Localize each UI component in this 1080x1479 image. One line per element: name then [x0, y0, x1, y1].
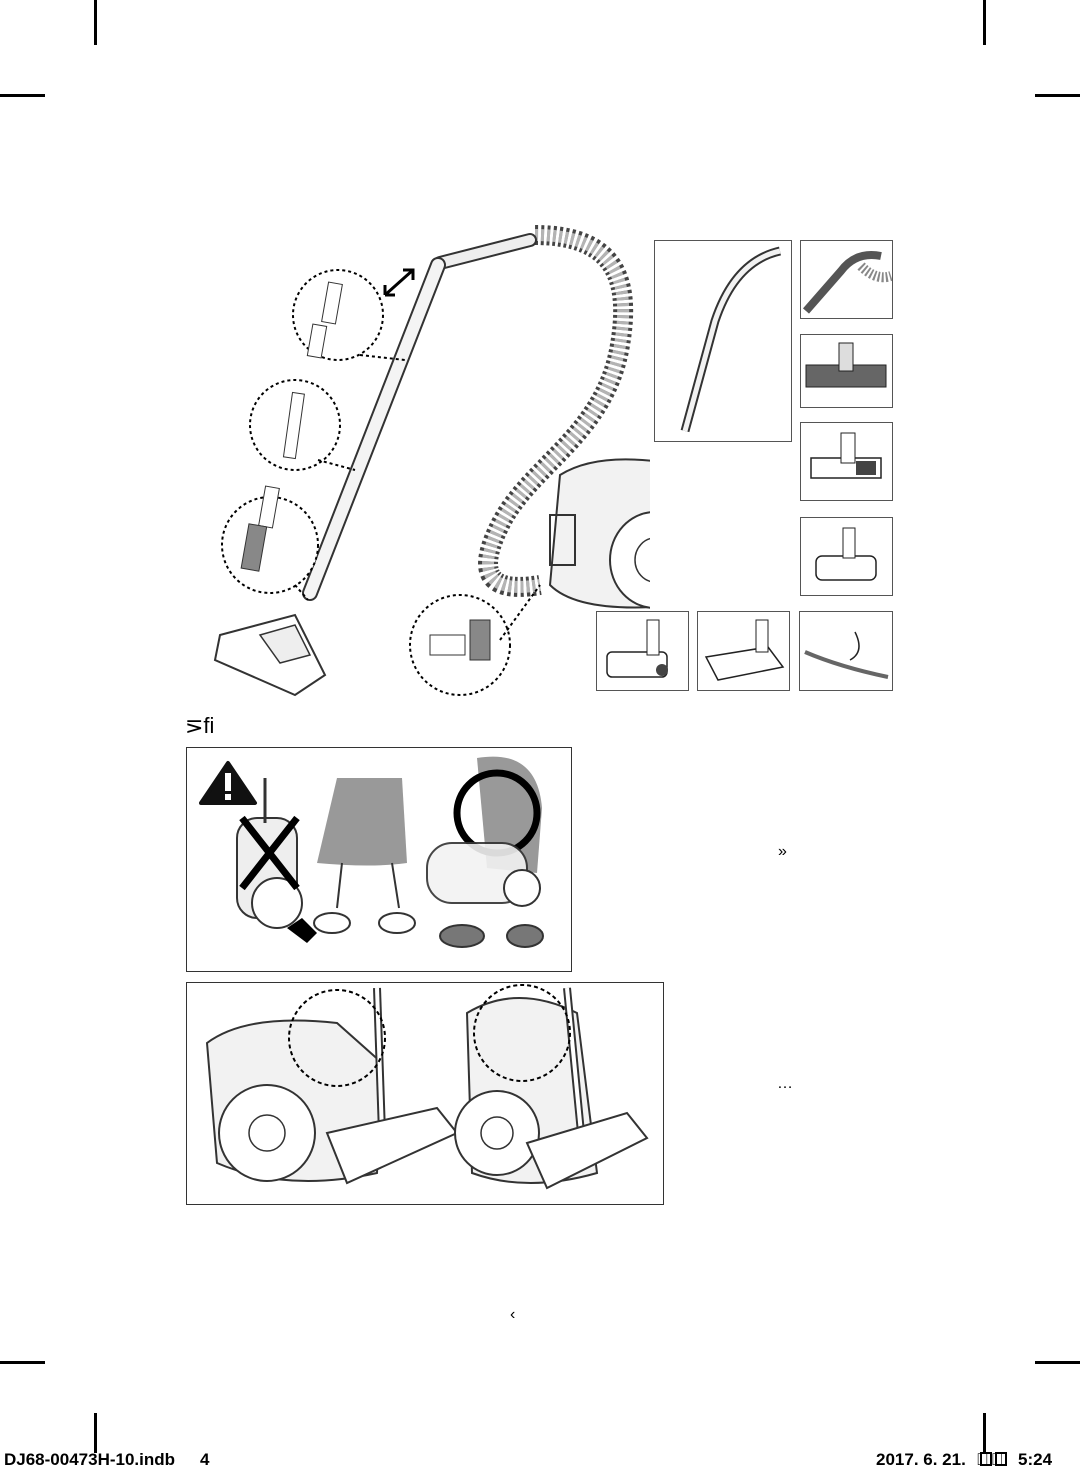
footer-timestamp: 2017. 6. 21. [876, 1450, 966, 1469]
assembly-illustration [200, 215, 650, 710]
crop-mark-bottom-left-horizontal [0, 1361, 45, 1364]
crop-mark-top-right-vertical [983, 0, 986, 45]
thumbnail-pet-brush [596, 611, 689, 691]
page-marker: ‹ [510, 1306, 516, 1323]
footer-page-number: 4 [200, 1450, 210, 1469]
crop-mark-bottom-left-vertical [94, 1413, 97, 1453]
thumbnail-parquet-brush [800, 334, 893, 408]
storage-panel [186, 982, 664, 1205]
storage-note-mark: … [777, 1075, 793, 1092]
section-marker: ⋝ﬁ [185, 713, 215, 738]
thumbnail-combination-brush [697, 611, 790, 691]
thumbnail-floor-brush [800, 422, 893, 501]
footer-file-name: DJ68-00473H-10.indb [4, 1450, 176, 1469]
crop-mark-bottom-right-horizontal [1035, 1361, 1080, 1364]
thumbnail-telescopic-tube [654, 240, 792, 442]
footer-time-boxes [980, 1452, 1010, 1468]
warning-triangle-icon [199, 761, 257, 805]
crop-mark-top-left-horizontal [0, 94, 45, 97]
crop-mark-top-right-horizontal [1035, 94, 1080, 97]
warning-panel [186, 747, 572, 972]
crop-mark-top-left-vertical [94, 0, 97, 45]
thumbnail-crevice-tool [799, 611, 893, 691]
thumbnail-handle [800, 240, 893, 319]
thumbnail-turbo-brush [800, 517, 893, 596]
footer-time: 5:24 [1018, 1450, 1053, 1469]
crop-mark-bottom-right-vertical [983, 1413, 986, 1453]
warning-note-mark: » [778, 843, 787, 860]
